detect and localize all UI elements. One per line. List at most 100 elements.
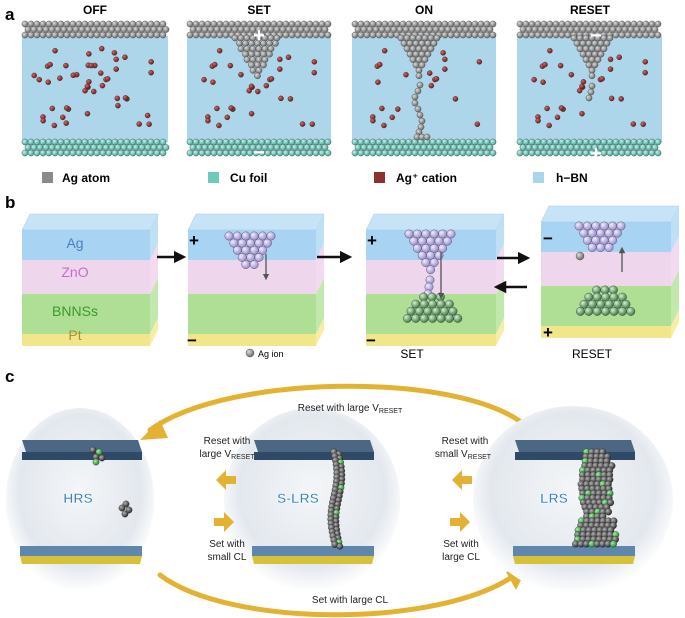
ag-cation <box>52 123 57 128</box>
ag-atom <box>148 32 154 38</box>
ag-atom <box>100 32 106 38</box>
ag-atom <box>421 26 427 32</box>
reset-bottom-sign: + <box>590 143 602 165</box>
cu-atom <box>388 150 394 156</box>
ag-atom <box>76 32 82 38</box>
cu-atom <box>286 144 292 150</box>
cu-atom <box>118 150 124 156</box>
panel-b <box>22 206 679 346</box>
ag-atom <box>454 21 460 27</box>
ag-cation <box>429 83 434 88</box>
cu-atom <box>637 139 643 145</box>
ag-atom <box>254 62 260 68</box>
ag-atom <box>424 134 430 140</box>
ag-atom <box>118 21 124 27</box>
ag-atom <box>481 26 487 32</box>
ag-atom <box>130 21 136 27</box>
ag-atom <box>433 26 439 32</box>
ag-atom <box>373 26 379 32</box>
ag-atom <box>637 32 643 38</box>
ag-atom <box>91 26 97 32</box>
ag-cation <box>32 73 37 78</box>
ag-atom <box>436 21 442 27</box>
cu-atom <box>637 150 643 156</box>
cu-atom <box>271 139 277 145</box>
cu-atom <box>553 150 559 156</box>
cluster-atom <box>426 266 434 274</box>
cu-atom <box>31 144 37 150</box>
ag-atom <box>256 57 262 63</box>
cu-atom <box>583 150 589 156</box>
arrow-set-large <box>450 512 470 532</box>
cu-atom <box>79 144 85 150</box>
cu-atom <box>625 139 631 145</box>
cu-atom <box>457 144 463 150</box>
ag-atom <box>217 21 223 27</box>
ag-atom <box>76 21 82 27</box>
ag-atom <box>352 32 358 38</box>
ag-atom <box>588 89 594 95</box>
cu-atom <box>454 150 460 156</box>
cu-atom <box>445 144 451 150</box>
ag-atom <box>544 26 550 32</box>
cu-atom <box>655 139 661 145</box>
ag-atom <box>607 35 613 41</box>
cluster-atom <box>428 314 436 322</box>
ag-atom <box>562 26 568 32</box>
ag-atom <box>52 32 58 38</box>
legend-label-ag-cation: Ag⁺ cation <box>396 171 457 185</box>
cu-atom <box>565 150 571 156</box>
cu-atom <box>382 139 388 145</box>
cu-atom <box>394 139 400 145</box>
ag-atom <box>625 21 631 27</box>
cu-atom <box>478 139 484 145</box>
legend-label-ag-atom: Ag atom <box>62 171 110 185</box>
ag-cation <box>547 123 552 128</box>
cu-atom <box>580 144 586 150</box>
ag-cation <box>216 123 221 128</box>
ag-cation <box>99 46 104 51</box>
ag-atom <box>484 32 490 38</box>
cu-atom <box>118 139 124 145</box>
cluster-atom <box>575 222 583 230</box>
device-a-2 <box>352 21 496 156</box>
ag-atom <box>406 21 412 27</box>
cu-atom <box>247 150 253 156</box>
cu-atom <box>535 150 541 156</box>
ag-atom <box>148 21 154 27</box>
ag-cation <box>98 70 103 75</box>
cu-atom <box>130 150 136 156</box>
set-large-mid-line1: Set with <box>443 539 479 550</box>
cu-atom <box>91 144 97 150</box>
cu-atom <box>373 144 379 150</box>
ag-atom <box>82 32 88 38</box>
ag-atom <box>46 21 52 27</box>
cu-atom <box>628 144 634 150</box>
cu-atom <box>112 139 118 145</box>
hrs-fragment <box>90 447 96 453</box>
state-s-lrs: S-LRS <box>277 490 319 506</box>
cu-atom <box>571 150 577 156</box>
cluster-atom <box>420 314 428 322</box>
ag-atom <box>404 35 410 41</box>
ag-cation <box>48 62 53 67</box>
ag-cation <box>50 106 55 111</box>
ag-cation <box>617 55 622 60</box>
cluster-atom <box>443 237 451 245</box>
ag-atom <box>304 26 310 32</box>
ag-atom <box>254 73 260 79</box>
ag-atom <box>364 21 370 27</box>
ag-atom <box>376 21 382 27</box>
ag-atom <box>127 26 133 32</box>
cu-atom <box>211 139 217 145</box>
ag-atom <box>31 26 37 32</box>
cu-atom <box>625 150 631 156</box>
ag-atom <box>475 26 481 32</box>
cu-atom <box>190 144 196 150</box>
ag-cation <box>123 95 128 100</box>
ag-atom <box>22 21 28 27</box>
ag-atom <box>187 32 193 38</box>
cu-atom <box>400 150 406 156</box>
ag-cation <box>643 59 648 64</box>
cu-atom <box>529 150 535 156</box>
